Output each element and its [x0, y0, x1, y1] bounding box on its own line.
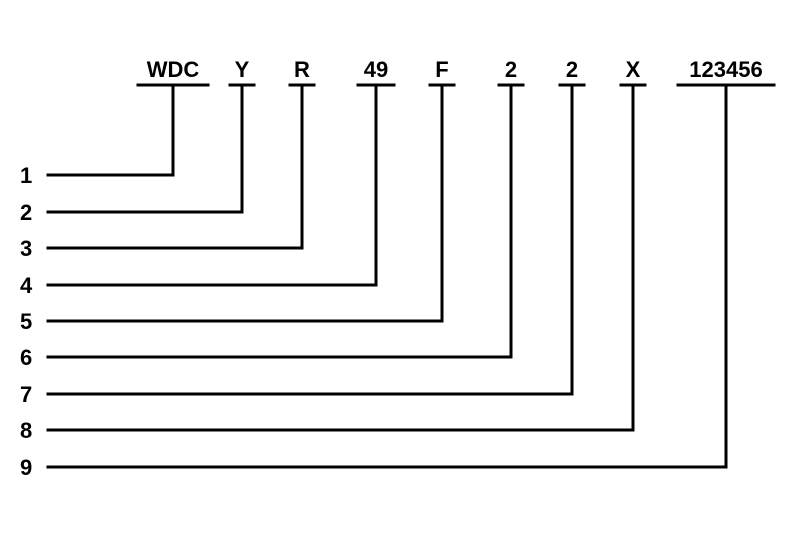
callout-line-1 [46, 83, 175, 177]
row-number-2: 2 [20, 200, 32, 225]
callout-line-8 [46, 83, 635, 432]
segment-code-5: F [435, 57, 448, 82]
segment-code-4: 49 [364, 57, 388, 82]
callout-line-9 [46, 83, 728, 469]
row-number-9: 9 [20, 455, 32, 480]
callout-line-2 [46, 83, 244, 214]
segment-code-6: 2 [505, 57, 517, 82]
row-number-6: 6 [20, 345, 32, 370]
segment-code-1: WDC [147, 57, 200, 82]
callout-rows: 1 2 3 4 5 6 7 8 9 [20, 163, 33, 480]
callout-line-6 [46, 83, 513, 359]
row-number-5: 5 [20, 309, 32, 334]
callout-line-7 [46, 83, 574, 396]
callout-line-5 [46, 83, 444, 323]
segment-code-2: Y [235, 57, 250, 82]
segment-code-8: X [626, 57, 641, 82]
row-number-7: 7 [20, 382, 32, 407]
segment-code-7: 2 [566, 57, 578, 82]
code-segments: WDC Y R 49 F 2 2 X 123456 [46, 57, 776, 469]
row-number-1: 1 [20, 163, 32, 188]
callout-line-4 [46, 83, 378, 287]
row-number-8: 8 [20, 418, 32, 443]
segment-code-9: 123456 [689, 57, 762, 82]
callout-line-3 [46, 83, 304, 250]
row-number-3: 3 [20, 236, 32, 261]
segment-code-3: R [294, 57, 310, 82]
row-number-4: 4 [20, 273, 33, 298]
